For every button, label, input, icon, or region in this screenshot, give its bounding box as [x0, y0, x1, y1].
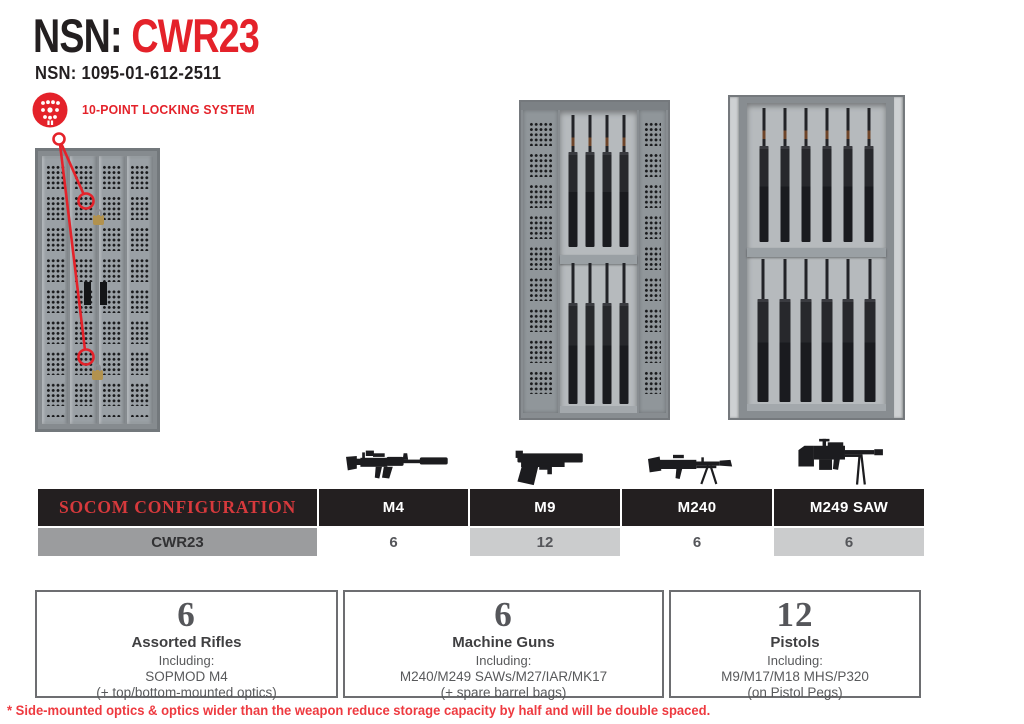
cabinet-door-panel [98, 156, 125, 424]
open-door-left [523, 110, 558, 413]
rifle-silhouette [618, 115, 629, 248]
rifle-silhouette [801, 108, 812, 244]
capacity-count: 6 [494, 595, 513, 634]
nsn-number: NSN: 1095-01-612-2511 [35, 63, 222, 83]
perforation-pattern [130, 165, 150, 417]
capacity-category: Assorted Rifles [131, 634, 242, 651]
m240-icon [648, 450, 748, 488]
rifle-silhouette [863, 108, 874, 244]
cabinet-shelf [747, 247, 886, 257]
capacity-note: (+ top/bottom-mounted optics) [96, 685, 277, 700]
perforation-pattern [45, 165, 65, 417]
padlock-icon [93, 209, 104, 225]
including-label: Including: [475, 653, 532, 668]
rifle-rack-bottom [562, 263, 635, 405]
capacity-box-machine-guns: 6 Machine Guns Including: M240/M249 SAWs… [343, 590, 664, 700]
folded-door-edge-right [894, 97, 903, 418]
title-prefix: NSN: [33, 9, 123, 62]
rifle-silhouette [568, 115, 579, 248]
rifle-silhouette [821, 108, 832, 244]
cabinet-base [560, 406, 637, 413]
table-header-m240: M240 [622, 489, 772, 526]
rifle-silhouette [759, 108, 770, 244]
including-label: Including: [767, 653, 823, 668]
cabinet-interior [560, 110, 637, 413]
table-header-configuration: SOCOM CONFIGURATION [38, 489, 317, 526]
rifle-silhouette [756, 259, 770, 404]
rifle-silhouette [618, 263, 629, 405]
rifle-rack-bottom [749, 259, 884, 404]
table-cell-m9-count: 12 [470, 528, 620, 556]
capacity-note: (+ spare barrel bags) [440, 685, 567, 700]
rifle-silhouette [601, 115, 612, 248]
table-cell-m4-count: 6 [319, 528, 468, 556]
padlock-icon [92, 364, 103, 380]
capacity-box-rifles: 6 Assorted Rifles Including: SOPMOD M4 (… [35, 590, 338, 700]
door-handle-slot [84, 282, 91, 305]
perforation-pattern [643, 122, 662, 403]
weapon-cabinet-open-rifles [519, 100, 670, 420]
rifle-silhouette [820, 259, 834, 404]
rifle-silhouette [780, 108, 791, 244]
rifle-silhouette [778, 259, 792, 404]
folded-door-edge-left [730, 97, 739, 418]
perforation-pattern [102, 165, 122, 417]
table-header-m4: M4 [319, 489, 468, 526]
rifle-rack-top [562, 115, 635, 248]
lock-dial-icon [32, 92, 68, 128]
capacity-category: Machine Guns [452, 634, 555, 651]
capacity-items: M240/M249 SAWs/M27/IAR/MK17 [399, 669, 608, 684]
rifle-silhouette [841, 259, 855, 404]
capacity-count: 12 [776, 595, 814, 634]
perforation-pattern [529, 122, 552, 403]
cabinet-door-panel [126, 156, 153, 424]
m4-icon [346, 444, 454, 486]
table-header-m249-saw: M249 SAW [774, 489, 924, 526]
weapon-cabinet-closed [35, 148, 160, 432]
open-door-right [639, 110, 666, 413]
capacity-box-pistols: 12 Pistols Including: M9/M17/M18 MHS/P32… [669, 590, 921, 700]
table-cell-m240-count: 6 [622, 528, 772, 556]
table-row-label: CWR23 [38, 528, 317, 556]
cabinet-interior [747, 103, 886, 411]
capacity-count: 6 [177, 595, 196, 634]
rifle-silhouette [842, 108, 853, 244]
footnote: * Side-mounted optics & optics wider tha… [7, 702, 711, 718]
page-title: NSN:CWR23 [33, 8, 260, 63]
rifle-silhouette [799, 259, 813, 404]
m9-icon [512, 447, 590, 487]
title-model: CWR23 [131, 9, 259, 62]
capacity-items: M9/M17/M18 MHS/P320 [721, 669, 869, 684]
cabinet-shelf [560, 255, 637, 265]
rifle-rack-top [749, 108, 884, 244]
door-handle-slot [100, 282, 107, 305]
table-header-m9: M9 [470, 489, 620, 526]
capacity-category: Pistols [770, 634, 820, 651]
rifle-silhouette [601, 263, 612, 405]
rifle-silhouette [585, 115, 596, 248]
configuration-table: SOCOM CONFIGURATION M4 M9 M240 M249 SAW … [38, 489, 924, 556]
table-cell-m249-count: 6 [774, 528, 924, 556]
capacity-note: (on Pistol Pegs) [747, 685, 843, 700]
rifle-silhouette [863, 259, 877, 404]
including-label: Including: [158, 653, 215, 668]
rifle-silhouette [568, 263, 579, 405]
weapon-cabinet-open-wide [728, 95, 905, 420]
capacity-items: SOPMOD M4 [145, 669, 228, 684]
rifle-silhouette [585, 263, 596, 405]
cabinet-base [747, 404, 886, 411]
cabinet-door-panel [42, 156, 69, 424]
m249-saw-icon [798, 438, 898, 488]
cabinet-frame-top [521, 102, 668, 110]
locking-system-label: 10-POINT LOCKING SYSTEM [82, 102, 255, 117]
